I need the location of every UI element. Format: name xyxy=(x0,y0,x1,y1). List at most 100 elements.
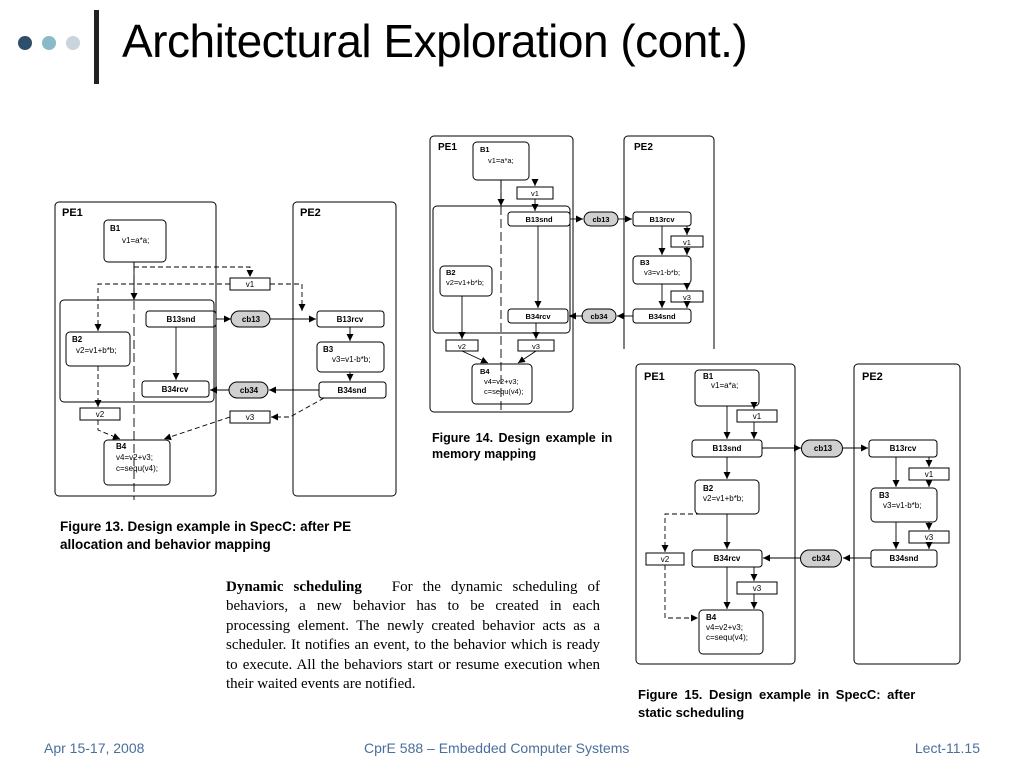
fig15-v2-label: v2 xyxy=(661,555,670,564)
fig15-v3b-box xyxy=(736,581,778,595)
fig15-cb34-channel xyxy=(800,549,842,568)
fig13-b1-label: B1 xyxy=(110,224,121,233)
fig13-b34snd-label: B34snd xyxy=(338,386,367,395)
fig15-cb13-label: cb13 xyxy=(814,444,833,453)
fig14-v3b-label: v3 xyxy=(532,342,540,351)
fig13-v2-label: v2 xyxy=(96,410,105,419)
fig14-b1-code: v1=a*a; xyxy=(488,156,514,165)
fig14-b34rcv-box xyxy=(507,308,569,324)
figure-14-caption-line1: Figure 14. Design example in xyxy=(432,431,613,445)
dot-mid xyxy=(42,36,56,50)
fig14-b3-label: B3 xyxy=(640,258,650,267)
fig13-v3-label: v3 xyxy=(246,413,255,422)
fig14-v3a-label: v3 xyxy=(683,293,691,302)
dynamic-scheduling-paragraph: Dynamic scheduling For the dynamic sched… xyxy=(226,578,600,694)
fig15-cb13-channel xyxy=(801,439,843,458)
fig14-pe1-box xyxy=(429,135,574,413)
fig15-b1-code: v1=a*a; xyxy=(711,381,738,390)
fig13-b13rcv-box xyxy=(316,310,385,328)
fig13-pe2-label: PE2 xyxy=(300,207,321,219)
fig14-b4-label: B4 xyxy=(480,367,490,376)
footer-course: CprE 588 – Embedded Computer Systems xyxy=(364,740,630,756)
fig13-pe1-label: PE1 xyxy=(62,207,83,219)
fig15-b2-code: v2=v1+b*b; xyxy=(703,494,743,503)
fig14-b2-code: v2=v1+b*b; xyxy=(446,278,484,287)
fig13-b4-code1: v4=v2+v3; xyxy=(116,453,153,462)
fig14-b4-code2: c=sequ(v4); xyxy=(484,387,523,396)
fig14-b4-code1: v4=v2+v3; xyxy=(484,377,519,386)
fig13-b1-code: v1=a*a; xyxy=(122,236,149,245)
fig13-b2-code: v2=v1+b*b; xyxy=(76,346,116,355)
fig14-b3-code: v3=v1-b*b; xyxy=(644,268,680,277)
figure-13-caption-line2: allocation and behavior mapping xyxy=(60,537,271,552)
fig15-v1b-label: v1 xyxy=(925,470,934,479)
figure-15-caption-line1: Figure 15. Design example in SpecC: afte… xyxy=(638,687,916,702)
fig14-v1b-label: v1 xyxy=(683,238,691,247)
figure-13-caption: Figure 13. Design example in SpecC: afte… xyxy=(60,518,351,554)
figure-13-caption-line1: Figure 13. Design example in SpecC: afte… xyxy=(60,519,352,534)
fig13-b34rcv-label: B34rcv xyxy=(162,385,189,394)
fig14-b34rcv-label: B34rcv xyxy=(525,312,551,321)
dot-dark xyxy=(18,36,32,50)
figure-15-diagram: PE1 PE2 B1 v1=a*a; v1 B13snd cb13 B13rcv… xyxy=(635,363,961,665)
fig14-b2-box xyxy=(439,265,493,297)
fig15-b2-label: B2 xyxy=(703,484,714,493)
fig15-b1-label: B1 xyxy=(703,372,714,381)
fig13-b13snd-label: B13snd xyxy=(167,315,196,324)
fig15-b34snd-box xyxy=(870,549,938,568)
fig13-cb13-label: cb13 xyxy=(242,315,261,324)
fig13-b3-box xyxy=(316,341,385,373)
fig14-cb34-label: cb34 xyxy=(590,312,608,321)
fig14-pe2-box xyxy=(623,135,715,349)
fig15-b34rcv-label: B34rcv xyxy=(714,554,741,563)
fig14-v2-label: v2 xyxy=(458,342,466,351)
fig13-cb34-channel xyxy=(228,381,269,399)
fig13-b4-box xyxy=(103,439,171,486)
fig14-pe2-label: PE2 xyxy=(634,142,653,153)
fig14-inner-box xyxy=(432,205,571,334)
fig13-pe1-box xyxy=(54,201,217,497)
fig15-pe1-box xyxy=(635,363,796,665)
fig14-b4-box xyxy=(471,363,533,405)
fig15-b4-code1: v4=v2+v3; xyxy=(706,623,743,632)
fig13-cb34-label: cb34 xyxy=(240,386,259,395)
fig15-b4-code2: c=sequ(v4); xyxy=(706,633,748,642)
fig15-v3a-label: v3 xyxy=(925,533,934,542)
fig15-b13rcv-label: B13rcv xyxy=(890,444,917,453)
fig14-b13snd-label: B13snd xyxy=(525,215,553,224)
fig13-v2-box xyxy=(79,407,121,421)
fig15-b3-box xyxy=(870,487,938,523)
fig15-pe2-box xyxy=(853,363,961,665)
slide-title: Architectural Exploration (cont.) xyxy=(122,15,748,67)
fig14-pe1-label: PE1 xyxy=(438,142,457,153)
fig15-b13rcv-box xyxy=(868,439,938,458)
fig14-v1a-label: v1 xyxy=(531,189,539,198)
fig14-b34snd-label: B34snd xyxy=(648,312,676,321)
fig15-b3-code: v3=v1-b*b; xyxy=(883,501,921,510)
figure-15-caption-line2: static scheduling xyxy=(638,705,745,720)
fig14-cb34-channel xyxy=(581,308,617,324)
figure-14-caption-line2: memory mapping xyxy=(432,447,537,461)
fig13-b4-code2: c=sequ(v4); xyxy=(116,464,158,473)
fig13-b3-code: v3=v1-b*b; xyxy=(332,355,370,364)
fig13-cb13-channel xyxy=(230,310,271,328)
fig15-b4-label: B4 xyxy=(706,613,717,622)
fig13-b13rcv-label: B13rcv xyxy=(337,315,364,324)
fig13-b4-label: B4 xyxy=(116,442,127,451)
fig15-v1a-box xyxy=(736,409,778,423)
title-divider xyxy=(94,10,99,84)
fig13-b1-box xyxy=(103,219,167,263)
figure-15-caption: Figure 15. Design example in SpecC: afte… xyxy=(638,686,915,722)
dot-light xyxy=(66,36,80,50)
fig15-pe2-label: PE2 xyxy=(862,371,883,383)
fig13-b2-label: B2 xyxy=(72,335,83,344)
fig15-v1a-label: v1 xyxy=(753,412,762,421)
fig15-b4-box xyxy=(698,609,764,655)
footer-lecture-number: Lect-11.15 xyxy=(914,740,980,756)
footer-date: Apr 15-17, 2008 xyxy=(44,740,145,756)
fig15-cb34-label: cb34 xyxy=(812,554,831,563)
fig15-b13snd-label: B13snd xyxy=(713,444,742,453)
fig15-b3-label: B3 xyxy=(879,491,890,500)
fig14-b2-label: B2 xyxy=(446,268,456,277)
fig14-b1-label: B1 xyxy=(480,145,490,154)
